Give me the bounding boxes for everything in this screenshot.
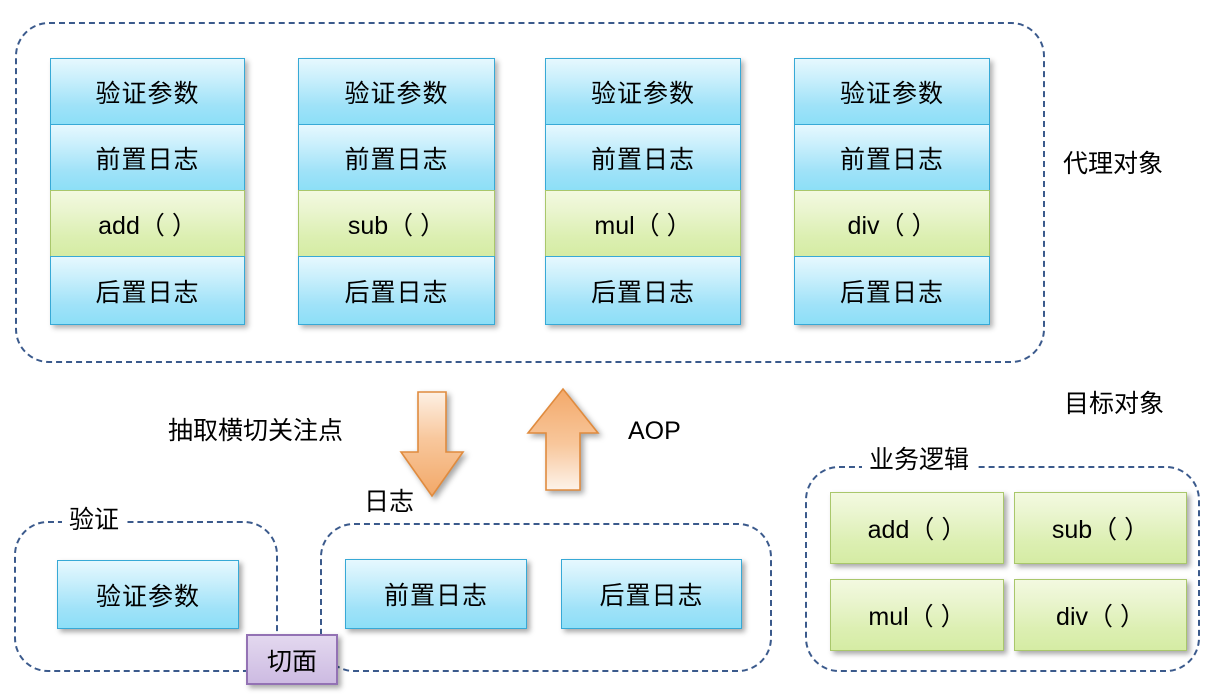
proxy-column-div: 验证参数 前置日志 div（ ） 后置日志	[794, 58, 990, 325]
target-object-label: 目标对象	[1064, 390, 1165, 418]
validate-section-label: 验证	[62, 508, 127, 533]
before-log-box: 前置日志	[345, 559, 527, 629]
proxy-cell-validate: 验证参数	[298, 58, 495, 125]
proxy-cell-validate: 验证参数	[794, 58, 990, 125]
business-method-add: add（ ）	[830, 492, 1004, 564]
proxy-cell-validate: 验证参数	[545, 58, 741, 125]
proxy-object-container	[15, 22, 1045, 363]
proxy-cell-after-log: 后置日志	[794, 256, 990, 325]
proxy-cell-after-log: 后置日志	[50, 256, 245, 325]
business-logic-container	[805, 466, 1200, 672]
proxy-cell-method: div（ ）	[794, 190, 990, 257]
proxy-cell-validate: 验证参数	[50, 58, 245, 125]
proxy-cell-after-log: 后置日志	[545, 256, 741, 325]
proxy-column-add: 验证参数 前置日志 add（ ） 后置日志	[50, 58, 245, 325]
proxy-object-label: 代理对象	[1063, 150, 1164, 178]
proxy-cell-method: mul（ ）	[545, 190, 741, 257]
business-method-div: div（ ）	[1014, 579, 1187, 651]
proxy-cell-before-log: 前置日志	[794, 124, 990, 191]
proxy-cell-method: sub（ ）	[298, 190, 495, 257]
after-log-box: 后置日志	[561, 559, 742, 629]
proxy-cell-method: add（ ）	[50, 190, 245, 257]
log-aspect-container	[320, 523, 772, 672]
extract-crosscutting-label: 抽取横切关注点	[168, 417, 344, 445]
business-method-sub: sub（ ）	[1014, 492, 1187, 564]
up-arrow	[526, 387, 600, 491]
proxy-cell-before-log: 前置日志	[545, 124, 741, 191]
aspect-chip: 切面	[246, 634, 338, 685]
log-section-label: 日志	[357, 490, 422, 515]
proxy-column-sub: 验证参数 前置日志 sub（ ） 后置日志	[298, 58, 495, 325]
validate-param-box: 验证参数	[57, 560, 239, 629]
proxy-cell-after-log: 后置日志	[298, 256, 495, 325]
proxy-cell-before-log: 前置日志	[298, 124, 495, 191]
validate-aspect-container	[14, 521, 278, 672]
aop-label: AOP	[628, 417, 681, 445]
proxy-column-mul: 验证参数 前置日志 mul（ ） 后置日志	[545, 58, 741, 325]
business-method-mul: mul（ ）	[830, 579, 1004, 651]
down-arrow	[399, 391, 465, 498]
business-logic-label: 业务逻辑	[862, 448, 977, 473]
proxy-cell-before-log: 前置日志	[50, 124, 245, 191]
